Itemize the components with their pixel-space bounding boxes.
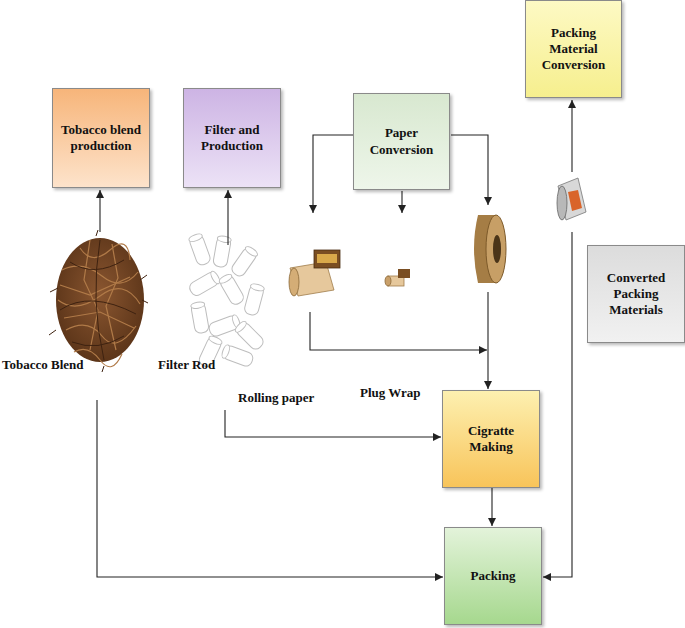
drawing-part <box>227 190 228 245</box>
paper-roll-picture <box>474 215 506 283</box>
drawing-part <box>188 233 212 267</box>
box-label: Filter and Production <box>189 122 275 155</box>
drawing-part <box>190 301 205 309</box>
box-label: Cigratte Making <box>448 423 534 456</box>
drawing-part <box>313 135 353 213</box>
part-label: Rolling paper <box>238 390 314 406</box>
drawing-part <box>289 268 299 296</box>
drawing-part <box>568 190 582 211</box>
drawing-part <box>190 301 209 334</box>
box-label: Packing Material Conversion <box>531 25 616 74</box>
process-box: Cigratte Making <box>442 390 540 488</box>
drawing-part <box>217 235 232 243</box>
drawing-part <box>225 410 441 437</box>
drawing-part <box>60 277 130 295</box>
drawing-part <box>208 335 223 346</box>
drawing-part <box>97 400 443 577</box>
box-label: Converted Packing Materials <box>593 270 679 319</box>
drawing-part <box>60 301 136 314</box>
drawing-part <box>243 284 264 317</box>
drawing-part <box>49 230 148 372</box>
drawing-part <box>543 232 572 577</box>
drawing-part <box>487 292 488 389</box>
drawing-part <box>218 274 245 307</box>
drawing-part <box>99 190 100 232</box>
drawing-part <box>66 325 136 343</box>
filter-rod-picture <box>188 233 266 369</box>
drawing-part <box>451 135 488 205</box>
tobacco-picture <box>49 230 148 372</box>
drawing-part <box>398 269 410 278</box>
process-box: Packing Material Conversion <box>525 0 622 98</box>
drawing-part <box>188 234 211 267</box>
flow-arrows <box>97 100 572 577</box>
plug-wrap-picture <box>385 269 410 286</box>
drawing-part <box>188 270 221 297</box>
drawing-part <box>230 245 259 278</box>
drawing-part <box>49 230 148 372</box>
drawing-part <box>191 302 210 334</box>
drawing-part <box>96 240 104 360</box>
process-box: Filter and Production <box>183 88 281 188</box>
drawing-part <box>385 276 391 286</box>
drawing-part <box>64 312 134 328</box>
drawing-part <box>317 254 337 263</box>
flow-arrow <box>491 488 492 526</box>
part-label: Plug Wrap <box>360 385 421 401</box>
drawing-part <box>244 245 259 258</box>
drawing-part <box>58 240 140 367</box>
drawing-part <box>222 344 255 367</box>
drawing-part <box>106 244 118 350</box>
drawing-part <box>208 314 241 337</box>
drawing-part <box>213 236 232 268</box>
drawing-part <box>234 320 266 352</box>
packing-material-picture <box>557 178 586 220</box>
drawing-part <box>314 250 340 268</box>
drawing-part <box>558 178 586 220</box>
drawing-part <box>218 273 233 285</box>
drawing-part <box>230 246 259 279</box>
drawing-part <box>250 283 265 292</box>
drawing-part <box>493 235 501 263</box>
drawing-part <box>221 344 231 359</box>
box-label: Paper Conversion <box>359 125 444 158</box>
box-label: Tobacco blend production <box>58 122 144 155</box>
output-box: Converted Packing Materials <box>587 245 685 343</box>
drawing-part <box>188 270 222 298</box>
drawing-part <box>401 191 402 213</box>
process-box: Tobacco blend production <box>52 88 150 188</box>
drawing-part <box>218 273 246 307</box>
drawing-part <box>213 235 232 268</box>
part-label: Filter Rod <box>158 357 215 373</box>
drawing-part <box>188 233 203 243</box>
box-label: Packing <box>471 568 516 584</box>
drawing-part <box>234 320 265 351</box>
process-box: Paper Conversion <box>353 93 450 190</box>
drawing-part <box>56 238 144 362</box>
drawing-part <box>208 314 242 338</box>
drawing-part <box>243 283 265 317</box>
drawing-part <box>486 215 506 283</box>
rolling-paper-picture <box>289 250 340 296</box>
drawing-part <box>310 312 487 350</box>
drawing-part <box>72 336 124 346</box>
drawing-part <box>234 320 248 334</box>
drawing-part <box>571 100 572 172</box>
process-box: Packing <box>444 527 542 625</box>
part-label: Tobacco Blend <box>2 357 84 373</box>
drawing-part <box>557 186 567 220</box>
drawing-part <box>221 344 255 368</box>
